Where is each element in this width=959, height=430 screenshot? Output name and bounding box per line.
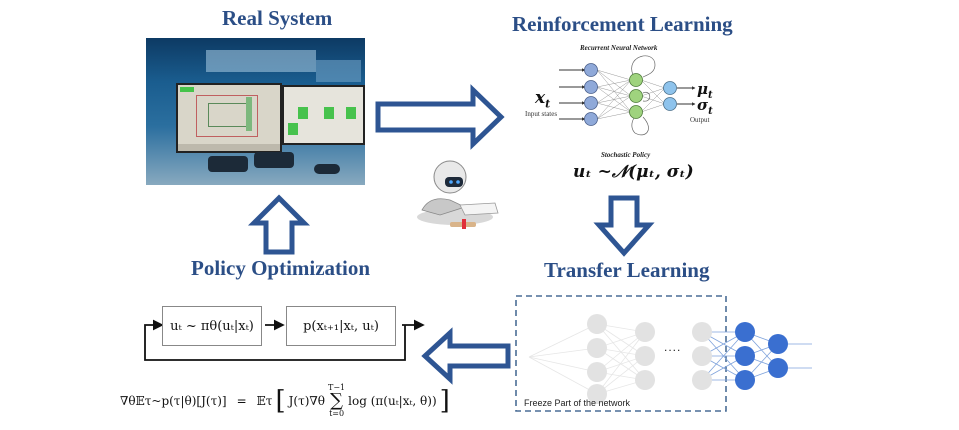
transfer-network — [515, 295, 812, 412]
policy-box: uₜ ~ πθ(uₜ|xₜ) — [162, 306, 262, 346]
output-node — [663, 81, 677, 95]
real-system-title: Real System — [222, 6, 333, 30]
frozen-node — [692, 370, 712, 390]
right-monitor — [282, 85, 365, 145]
left-arrow-icon — [421, 327, 511, 385]
stochastic-policy-formula: uₜ ~𝒩(μₜ, σₜ) — [573, 162, 694, 182]
trainable-node — [768, 358, 788, 378]
input-node — [584, 80, 598, 94]
up-arrow-icon — [247, 194, 311, 255]
frozen-node — [635, 346, 655, 366]
formula-left-bracket: [ — [275, 386, 286, 416]
input-node — [584, 112, 598, 126]
formula-log: log (π(uₜ|xₜ, θ)) — [348, 394, 437, 408]
frozen-node — [587, 314, 607, 334]
robot-reading-image — [410, 155, 505, 235]
output-nodes — [663, 81, 677, 111]
formula-equals: = — [236, 394, 247, 408]
output-node — [663, 97, 677, 111]
down-arrow-icon — [593, 195, 655, 257]
formula-sum: T−1 ∑ t=0 — [328, 383, 346, 418]
output-label: Output — [690, 116, 710, 124]
hidden-node — [629, 73, 643, 87]
trainable-node — [768, 334, 788, 354]
frozen-node — [587, 362, 607, 382]
formula-body: J(τ)∇θ — [288, 394, 326, 408]
trainable-node — [735, 346, 755, 366]
control-loop-lines — [144, 319, 425, 361]
frozen-node — [635, 370, 655, 390]
trainable-node — [735, 370, 755, 390]
input-nodes — [584, 63, 598, 126]
policy-gradient-formula: ∇θ𝔼τ~p(τ|θ)[J(τ)] = 𝔼τ [ J(τ)∇θ T−1 ∑ t=… — [120, 384, 450, 418]
formula-right-bracket: ] — [439, 386, 450, 416]
frozen-node — [587, 384, 607, 404]
dynamics-box: p(xₜ₊₁|xₜ, uₜ) — [286, 306, 396, 346]
phone — [208, 156, 248, 172]
stochastic-policy-caption: Stochastic Policy — [601, 151, 651, 159]
frozen-node — [587, 338, 607, 358]
hidden-node — [629, 89, 643, 103]
layers-ellipsis: .... — [664, 340, 682, 354]
input-lines — [559, 68, 586, 121]
formula-lhs: ∇θ𝔼τ~p(τ|θ)[J(τ)] — [120, 394, 227, 408]
right-arrow-icon — [375, 84, 505, 150]
frozen-node — [692, 346, 712, 366]
left-monitor — [176, 83, 282, 153]
output-sigma-symbol: σt — [697, 96, 713, 117]
control-room-image — [146, 38, 365, 185]
hidden-nodes — [629, 73, 643, 119]
frozen-node — [635, 322, 655, 342]
input-node — [584, 96, 598, 110]
rnn-diagram — [559, 55, 696, 136]
reinforcement-learning-title: Reinforcement Learning — [512, 12, 733, 36]
policy-optimization-title: Policy Optimization — [191, 256, 371, 280]
output-mu-symbol: μt — [697, 80, 713, 101]
formula-expectation: 𝔼τ — [256, 394, 273, 408]
freeze-box — [515, 295, 727, 412]
phone — [254, 152, 294, 168]
freeze-label: Freeze Part of the network — [524, 398, 631, 408]
input-node — [584, 63, 598, 77]
mouse — [314, 164, 340, 174]
hidden-node — [629, 105, 643, 119]
transfer-learning-title: Transfer Learning — [544, 258, 710, 282]
frozen-node — [692, 322, 712, 342]
rnn-caption: Recurrent Neural Network — [580, 44, 658, 52]
trainable-node — [735, 322, 755, 342]
input-states-label: Input states — [525, 110, 558, 118]
input-symbol: xt — [535, 88, 551, 111]
